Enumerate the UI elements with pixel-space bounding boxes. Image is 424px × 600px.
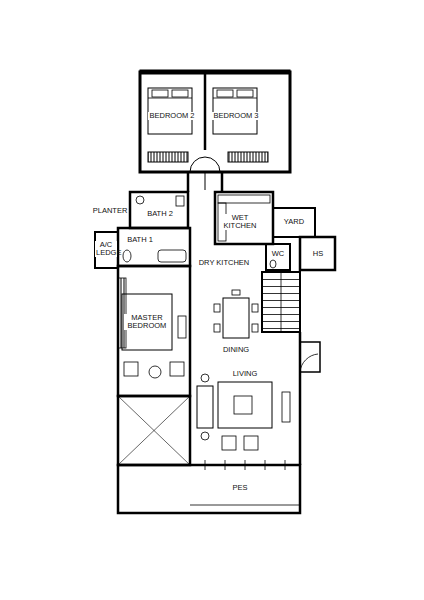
ac-ledge <box>95 232 118 268</box>
room-label: WC <box>271 250 286 258</box>
kitchen-wall <box>215 192 273 244</box>
room-label: MASTER BEDROOM <box>124 314 170 331</box>
bedroom-wall <box>118 266 190 396</box>
window <box>140 70 290 74</box>
room-label: YARD <box>283 218 305 226</box>
room-label: BEDROOM 2 <box>148 112 195 120</box>
room-label: DRY KITCHEN <box>198 259 251 267</box>
room-label: BEDROOM 3 <box>212 112 259 120</box>
rug <box>218 382 272 428</box>
yard-wall <box>273 208 315 237</box>
wc-wall <box>266 244 290 270</box>
bath-wall <box>130 192 188 228</box>
door-swing <box>190 157 220 172</box>
wardrobe <box>228 152 268 162</box>
bathtub <box>158 250 186 262</box>
dining-table <box>223 298 249 338</box>
pes-wall <box>118 465 300 513</box>
room-label: PLANTER <box>92 207 129 215</box>
room-label: HS <box>312 250 324 258</box>
room-label: A/C LEDGE <box>95 241 117 258</box>
room-label: DINING <box>222 346 250 354</box>
wardrobe <box>148 152 188 162</box>
bedroom-wall <box>140 72 290 172</box>
room-label: PES <box>231 484 248 492</box>
bath-wall <box>118 228 190 266</box>
partition <box>204 72 207 150</box>
sofa <box>197 386 213 428</box>
room-label: WET KITCHEN <box>219 214 261 231</box>
void <box>118 396 190 465</box>
room-label: BATH 1 <box>126 236 154 244</box>
room-label: LIVING <box>232 370 259 378</box>
hs-wall <box>300 237 335 270</box>
room-label: BATH 2 <box>146 210 174 218</box>
bed <box>122 294 172 350</box>
staircase <box>262 272 300 332</box>
